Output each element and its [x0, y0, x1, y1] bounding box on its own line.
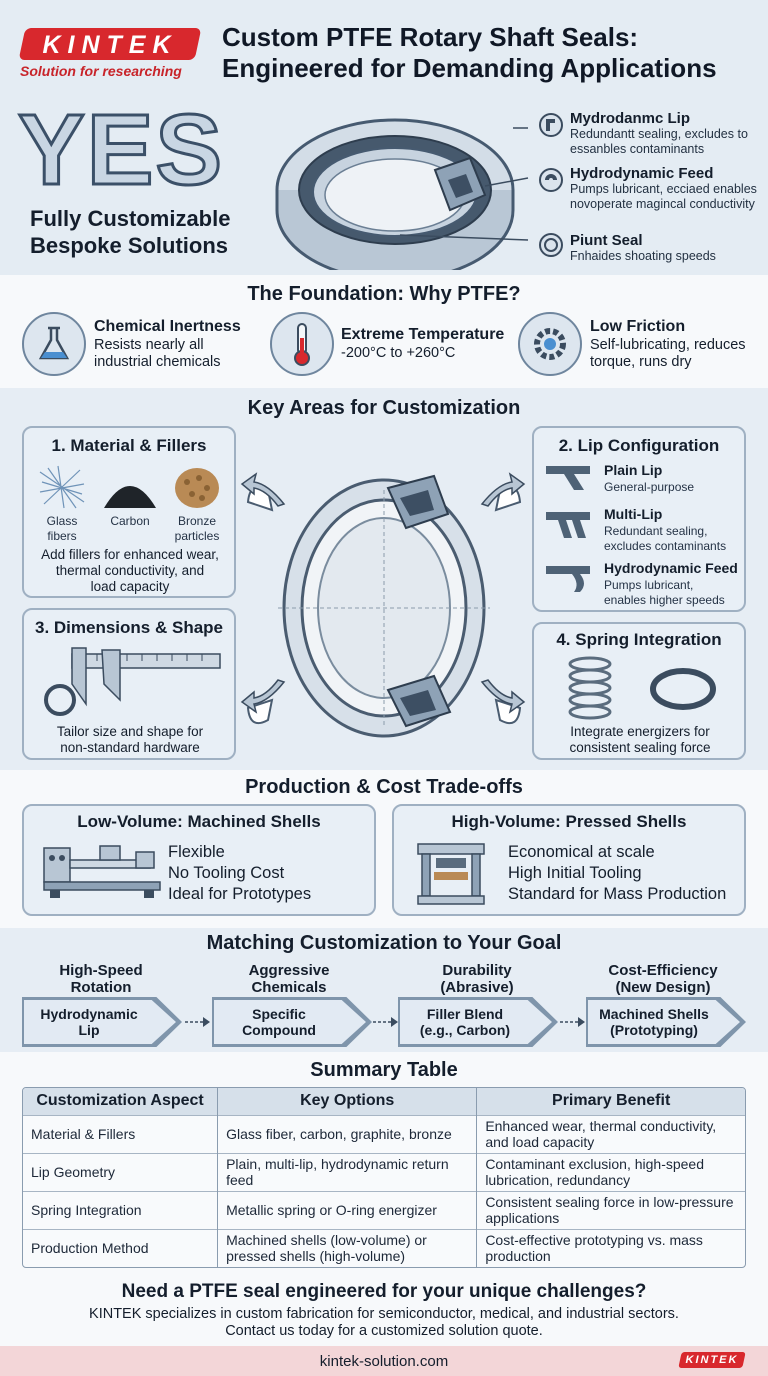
brand-tagline: Solution for researching [20, 63, 182, 79]
table-row: Material & Fillers Glass fiber, carbon, … [23, 1114, 745, 1153]
caliper-icon [44, 647, 221, 716]
summary-table: Customization Aspect Key Options Primary… [22, 1087, 746, 1268]
table-header-row: Customization Aspect Key Options Primary… [23, 1088, 745, 1115]
glass-fibers-icon [39, 465, 85, 509]
cta-title: Need a PTFE seal engineered for your uni… [121, 1281, 647, 1302]
seal-icon [539, 233, 563, 257]
arrow-up-left-icon [240, 472, 286, 507]
gear-icon [518, 312, 582, 376]
o-ring-icon [650, 668, 716, 710]
spring-icon [568, 656, 612, 720]
multi-lip-icon [546, 512, 590, 538]
goals-title: Matching Customization to Your Goal [206, 932, 562, 954]
seal-cutaway-illustration [275, 118, 529, 270]
flow-arrow-icon [373, 1017, 398, 1027]
panel-low-volume: Low-Volume: Machined Shells Flexible No … [22, 804, 376, 916]
brand-logo-text: KINTEK [42, 31, 178, 59]
carbon-powder-icon [104, 486, 156, 508]
hydrodynamic-feed-lip-icon [546, 566, 590, 592]
lip-icon [539, 113, 563, 137]
production-title: Production & Cost Trade-offs [245, 776, 523, 798]
customization-title: Key Areas for Customization [247, 397, 521, 419]
foundation-section [0, 275, 768, 388]
cta-text: KINTEK specializes in custom fabrication… [89, 1306, 679, 1339]
panel-spring-integration: 4. Spring Integration Integrate energize… [532, 622, 746, 760]
arrow-down-left-icon [240, 679, 286, 714]
arrow-up-right-icon [480, 472, 526, 507]
cta-section [0, 1276, 768, 1346]
goal-cost-efficiency: Cost-Efficiency(New Design) [608, 962, 718, 996]
summary-title: Summary Table [310, 1059, 458, 1081]
goal-durability: Durability(Abrasive) [440, 962, 514, 996]
panel-lip-configuration: 2. Lip Configuration Plain Lip General-p… [532, 426, 746, 612]
feed-icon [539, 168, 563, 192]
table-row: Spring Integration Metallic spring or O-… [23, 1190, 745, 1229]
footer-logo-text: KINTEK [685, 1354, 739, 1366]
flask-icon [22, 312, 86, 376]
footer [0, 1346, 768, 1376]
bronze-particles-icon [175, 468, 219, 508]
arrow-down-right-icon [480, 679, 526, 714]
page-title: Custom PTFE Rotary Shaft Seals: Engineer… [222, 22, 717, 83]
lathe-machine-icon [43, 845, 161, 898]
flow-arrow-icon [560, 1017, 585, 1027]
thermometer-icon [270, 312, 334, 376]
plain-lip-icon [546, 466, 590, 490]
table-row: Lip Geometry Plain, multi-lip, hydrodyna… [23, 1152, 745, 1191]
flow-arrow-icon [185, 1017, 210, 1027]
panel-dimensions-shape: 3. Dimensions & Shape Tailor size and sh… [22, 608, 236, 760]
table-row: Production Method Machined shells (low-v… [23, 1228, 745, 1267]
foundation-title: The Foundation: Why PTFE? [247, 283, 521, 305]
yes-headline: YES [17, 94, 225, 206]
headline-subtitle: Fully Customizable Bespoke Solutions [30, 206, 231, 258]
footer-url-link[interactable]: kintek-solution.com [319, 1353, 449, 1370]
press-machine-icon [417, 843, 485, 905]
panel-high-volume: High-Volume: Pressed Shells Economical a… [392, 804, 746, 916]
